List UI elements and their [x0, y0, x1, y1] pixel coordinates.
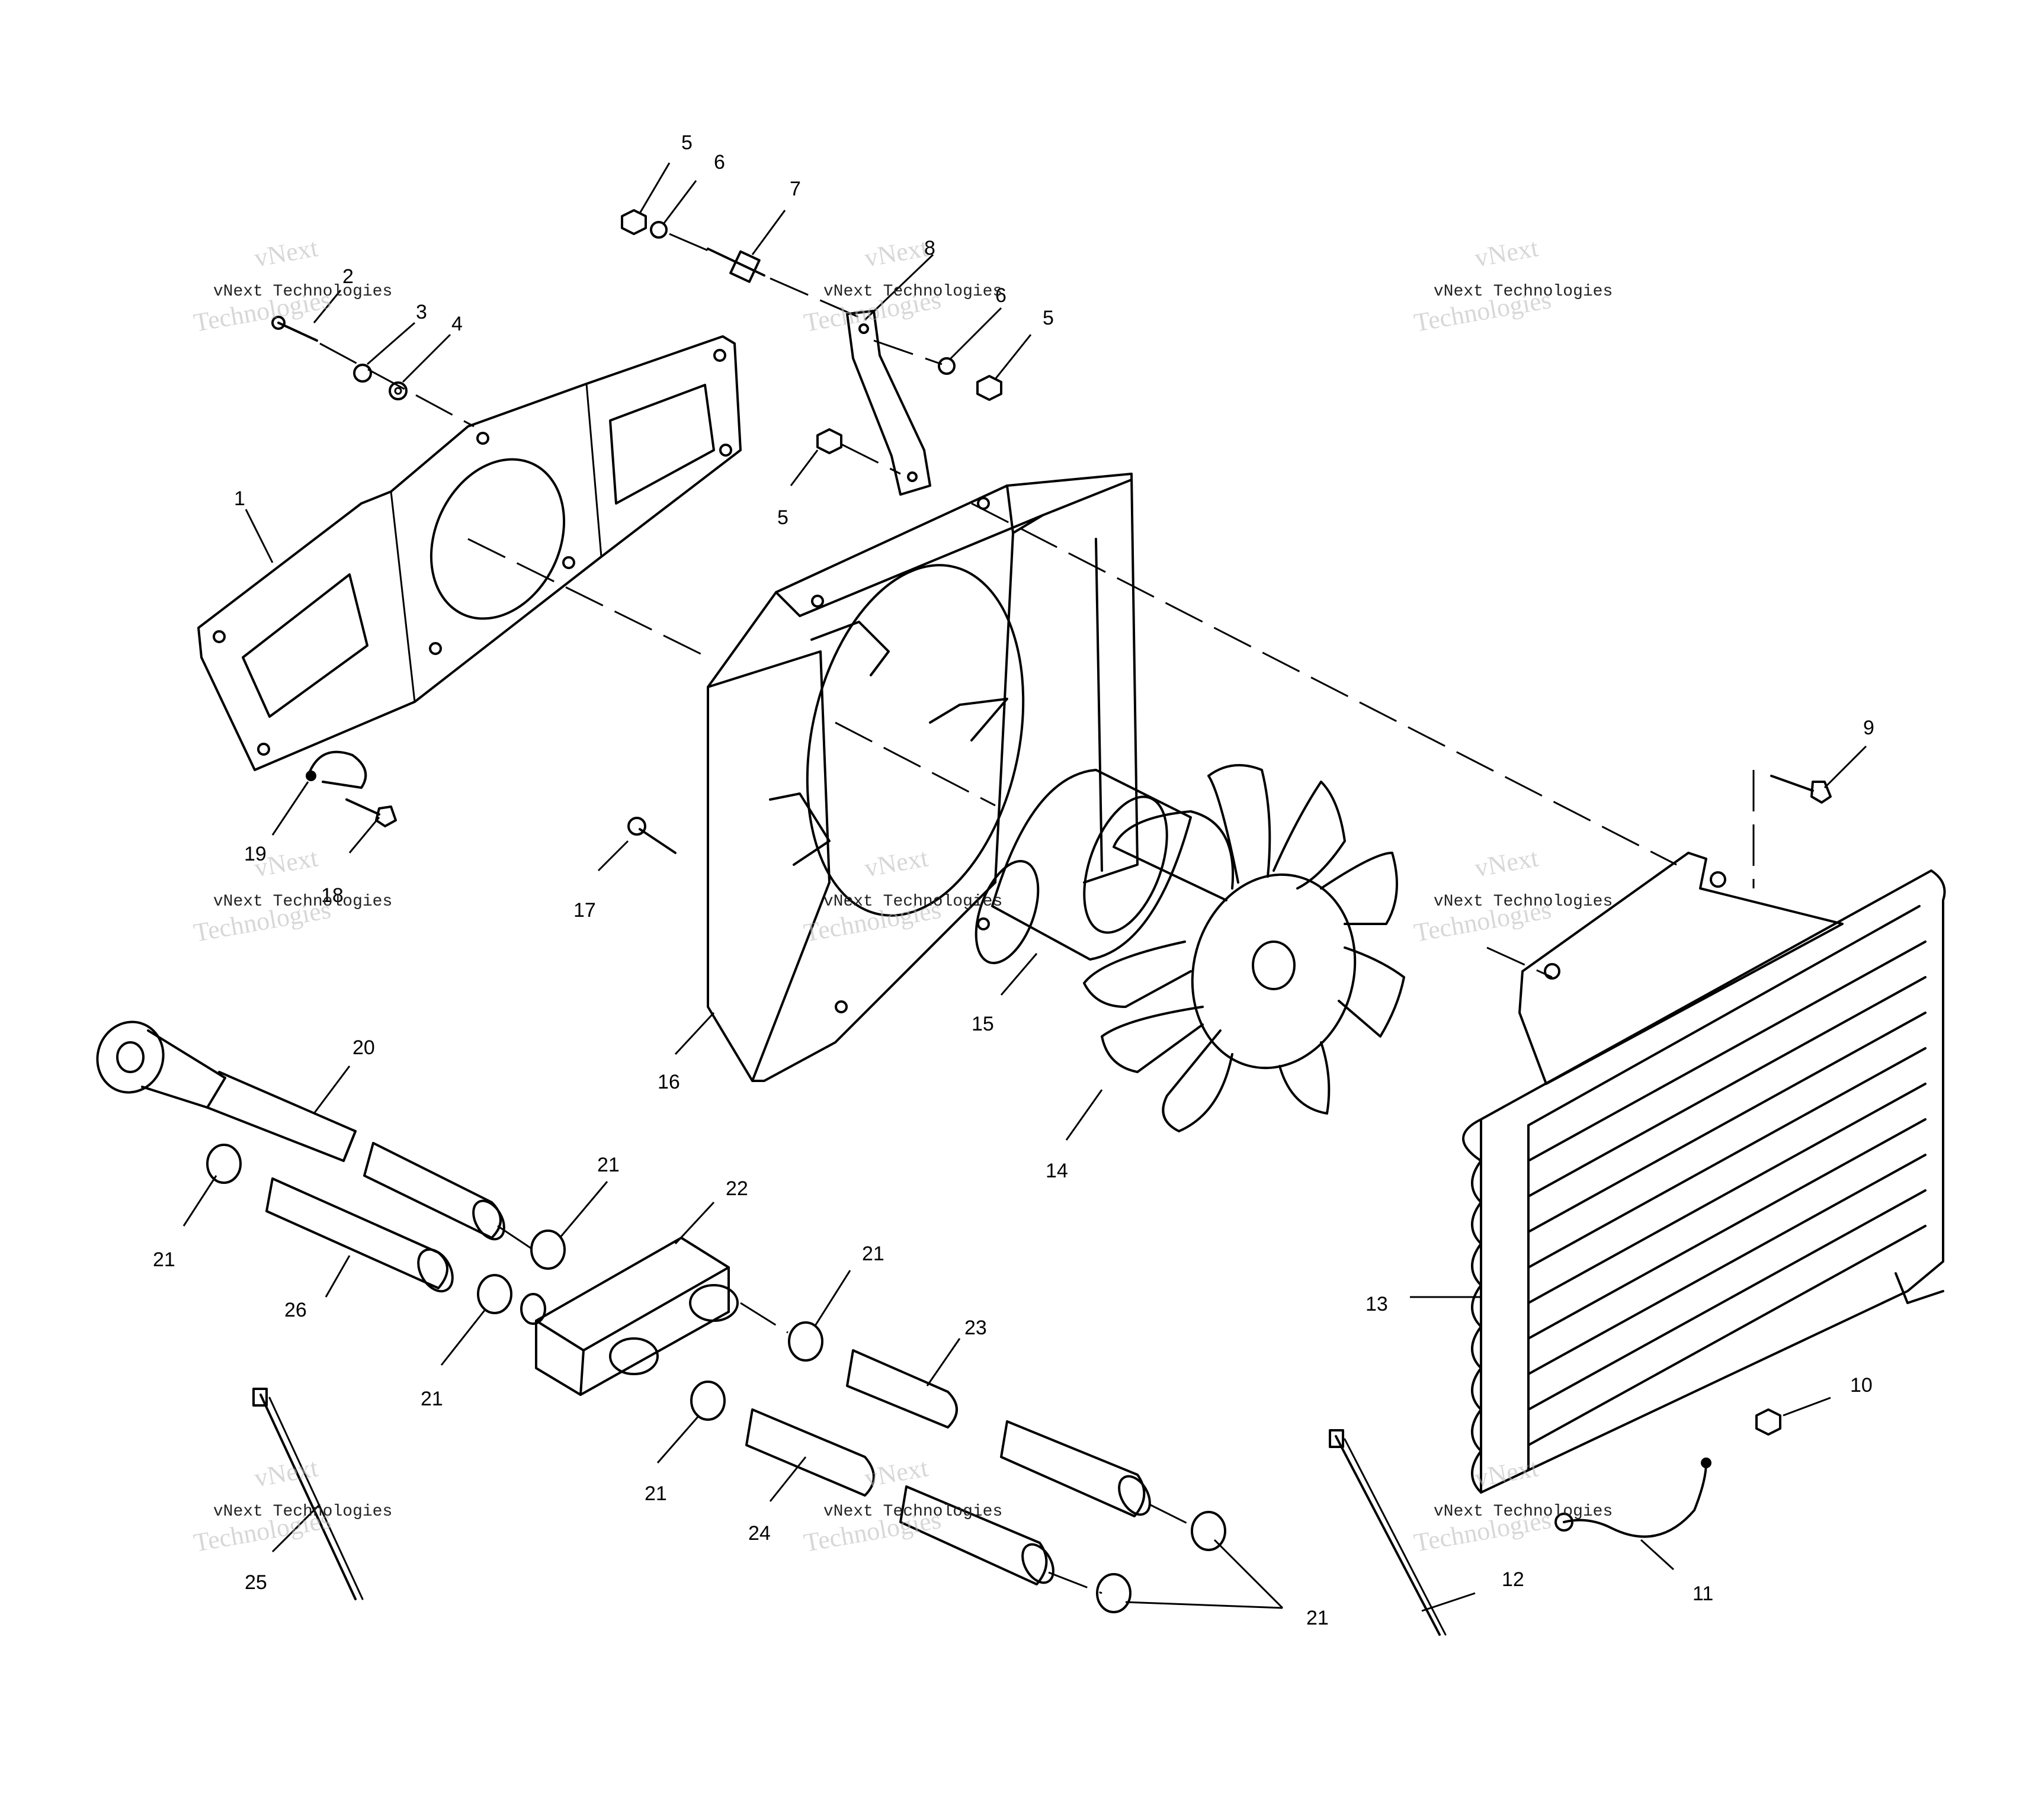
- callout-18: 18: [321, 884, 344, 907]
- svg-text:vNext Technologies: vNext Technologies: [1434, 1503, 1613, 1521]
- callout-labels: 1 2 3 4 5 6 7 8 6 5 5 9 10 11 12 13 14 1…: [153, 131, 1874, 1629]
- svg-text:vNext: vNext: [863, 843, 930, 882]
- watermark-mid-right: vNext Technologies vNext Technologies: [1412, 843, 1613, 947]
- assembly-lines: [467, 502, 1755, 1594]
- lower-hose-b: [899, 1485, 1054, 1585]
- callout-4: 4: [451, 313, 463, 335]
- svg-text:vNext Technologies: vNext Technologies: [213, 893, 392, 911]
- watermark-bottom-right: vNext Technologies vNext Technologies: [1412, 1453, 1613, 1557]
- callout-1: 1: [234, 487, 245, 510]
- part-1-mounting-plate: [197, 335, 742, 771]
- callout-26: 26: [284, 1299, 307, 1321]
- callout-2: 2: [342, 265, 354, 288]
- part-22-junction-block: [520, 1237, 739, 1396]
- callout-10: 10: [1850, 1374, 1873, 1397]
- callout-21-e: 21: [645, 1482, 667, 1505]
- callout-6-right: 6: [995, 284, 1007, 307]
- callout-21-b: 21: [597, 1154, 620, 1176]
- callout-21-a: 21: [153, 1248, 175, 1271]
- svg-text:vNext: vNext: [252, 233, 320, 272]
- callout-12: 12: [1502, 1568, 1524, 1591]
- svg-text:vNext: vNext: [1473, 843, 1540, 882]
- callout-3: 3: [416, 301, 427, 323]
- part-10-nut: [1755, 1408, 1781, 1436]
- watermark-top-center: vNext Technologies vNext Technologies: [802, 233, 1002, 337]
- part-26-hose: [265, 1177, 454, 1293]
- callout-16: 16: [658, 1071, 680, 1093]
- callout-13: 13: [1366, 1293, 1388, 1315]
- callout-14: 14: [1046, 1160, 1068, 1182]
- svg-text:vNext Technologies: vNext Technologies: [823, 283, 1002, 301]
- callout-25: 25: [245, 1571, 267, 1594]
- part-8-bracket: [846, 310, 931, 496]
- callout-5-right: 5: [1043, 307, 1054, 329]
- part-20-hose-segment: [363, 1142, 505, 1241]
- svg-text:vNext Technologies: vNext Technologies: [823, 893, 1002, 911]
- watermarks: vNext Technologies vNext Technologies vN…: [191, 233, 1613, 1557]
- callout-9: 9: [1863, 717, 1874, 739]
- callout-23: 23: [964, 1317, 987, 1339]
- part-17-bolt: [627, 817, 677, 854]
- svg-text:vNext: vNext: [863, 1453, 930, 1492]
- callout-21-f: 21: [1306, 1607, 1329, 1629]
- watermark-mid-left: vNext Technologies vNext Technologies: [191, 843, 392, 947]
- part-18-screw: [345, 798, 397, 827]
- lower-hose-a: [1000, 1420, 1151, 1517]
- callout-24: 24: [748, 1522, 771, 1545]
- svg-text:vNext Technologies: vNext Technologies: [1434, 893, 1613, 911]
- part-6-washer-top: [650, 221, 668, 239]
- svg-text:vNext Technologies: vNext Technologies: [1434, 283, 1613, 301]
- svg-text:vNext Technologies: vNext Technologies: [823, 1503, 1002, 1521]
- part-24-hose: [745, 1408, 875, 1497]
- part-3-lock-washer: [353, 364, 372, 383]
- callout-6-top: 6: [714, 151, 725, 174]
- part-7-stud: [707, 248, 765, 283]
- callout-15: 15: [972, 1013, 994, 1035]
- leader-lines: [182, 162, 1867, 1612]
- callout-21-d: 21: [862, 1243, 884, 1265]
- part-11-temperature-sensor: [1554, 1458, 1711, 1538]
- callout-21-c: 21: [421, 1388, 443, 1410]
- svg-text:vNext Technologies: vNext Technologies: [213, 1503, 392, 1521]
- part-25-cable-tie: [252, 1388, 364, 1600]
- part-19-clamp: [306, 750, 367, 789]
- svg-text:vNext Technologies: vNext Technologies: [213, 283, 392, 301]
- svg-text:vNext: vNext: [1473, 233, 1540, 272]
- watermark-bottom-center: vNext Technologies vNext Technologies: [802, 1453, 1002, 1557]
- part-5-nut-right: [976, 375, 1002, 401]
- callout-5-top: 5: [681, 131, 693, 154]
- part-20-hose-assembly: [96, 1020, 357, 1162]
- part-13-radiator: [1462, 869, 1946, 1494]
- part-23-hose: [846, 1349, 958, 1429]
- part-5-nut-middle: [816, 428, 842, 454]
- callout-20: 20: [352, 1036, 375, 1059]
- part-4-washer: [389, 381, 408, 400]
- part-12-cable-tie: [1329, 1429, 1447, 1636]
- watermark-mid-center: vNext Technologies vNext Technologies: [802, 843, 1002, 947]
- callout-22: 22: [726, 1177, 748, 1200]
- part-21-hose-clamps: [206, 1144, 1226, 1613]
- part-14-fan-blade: [1083, 764, 1405, 1132]
- part-5-nut-top: [621, 209, 647, 235]
- watermark-bottom-left: vNext Technologies vNext Technologies: [191, 1453, 392, 1557]
- part-2-bolt: [271, 316, 318, 342]
- watermark-top-left: vNext Technologies vNext Technologies: [191, 233, 392, 337]
- part-15-fan-motor: [975, 769, 1192, 964]
- part-6-washer-right: [938, 357, 956, 375]
- callout-11: 11: [1693, 1583, 1713, 1605]
- part-16-fan-shroud: [707, 473, 1139, 1082]
- callout-5-middle: 5: [777, 506, 788, 529]
- callout-8: 8: [924, 237, 935, 259]
- callout-7: 7: [790, 178, 801, 200]
- callout-19: 19: [244, 843, 267, 865]
- part-9-radiator-bracket: [1518, 852, 1844, 1085]
- callout-17: 17: [573, 899, 596, 922]
- svg-text:vNext: vNext: [1473, 1453, 1540, 1492]
- watermark-top-right: vNext Technologies vNext Technologies: [1412, 233, 1613, 337]
- part-9-bolt: [1770, 775, 1832, 804]
